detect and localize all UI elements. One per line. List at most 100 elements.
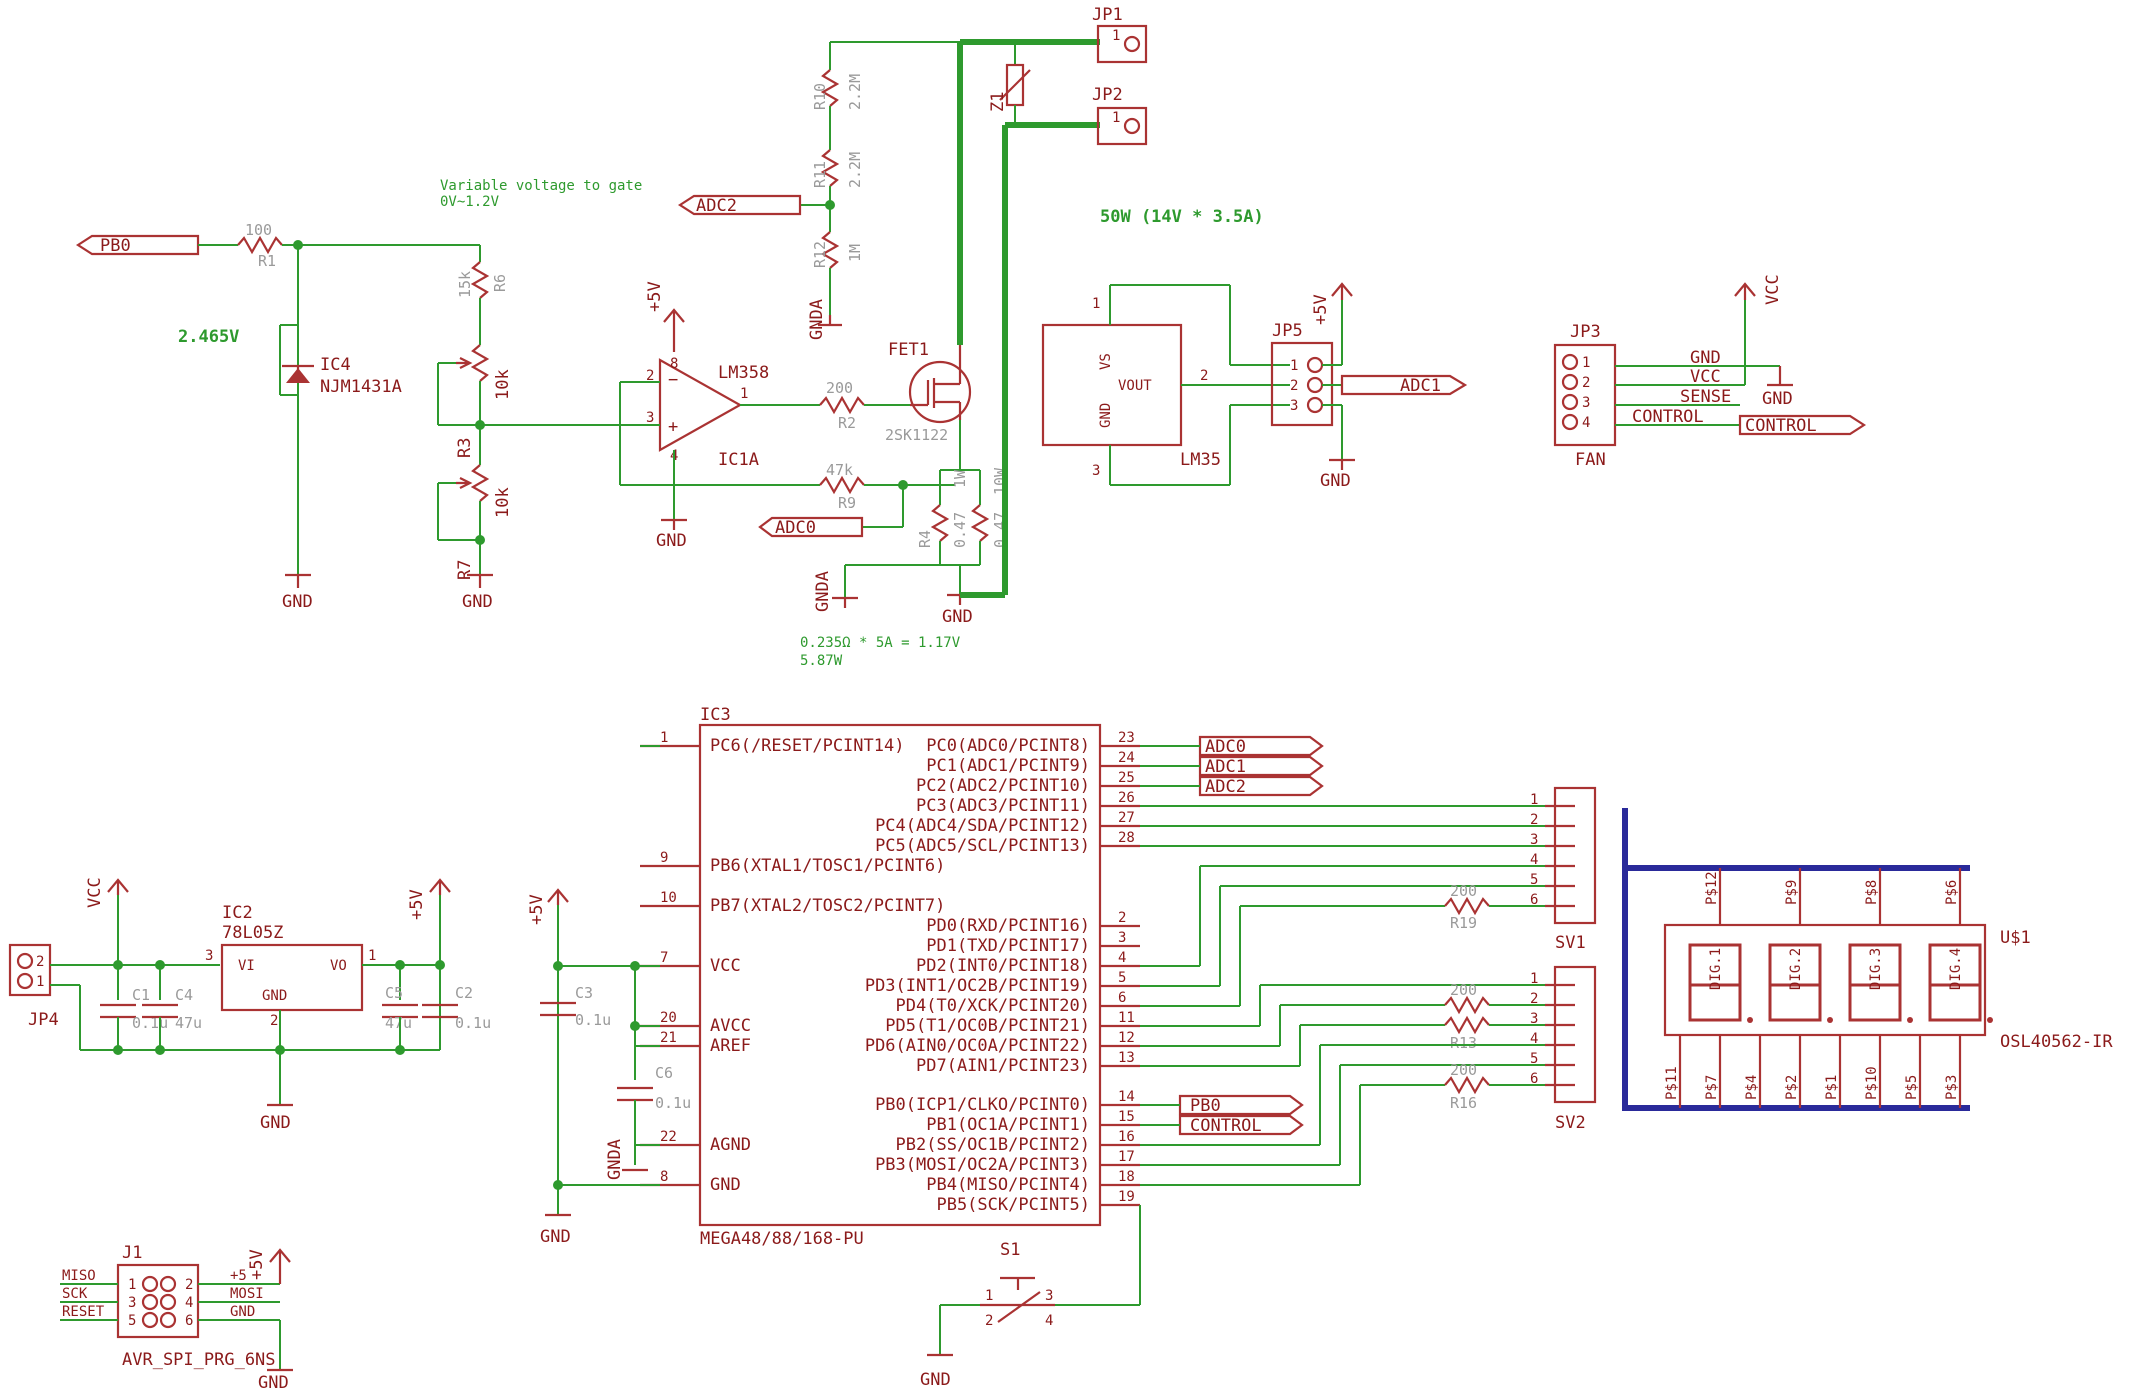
jp3-pin3: 3 (1582, 395, 1590, 411)
mcu-pin-number: 16 (1118, 1129, 1135, 1145)
digit-segments (1928, 943, 1982, 1022)
mcu-pin-number: 5 (1118, 970, 1126, 986)
lm35-vout: VOUT (1118, 378, 1152, 394)
mcu-pin-number: 4 (1118, 950, 1126, 966)
s1-pin1: 1 (985, 1288, 993, 1304)
r1-value: 100 (245, 221, 272, 239)
mcu-pin-number: 22 (660, 1129, 677, 1145)
adc1-flag-mcu (1198, 755, 1324, 777)
j1-label: J1 (122, 1243, 142, 1263)
lm35-pin1: 1 (1092, 296, 1100, 312)
mcu-pin-name: PC5(ADC5/SCL/PCINT13) (875, 836, 1090, 856)
mcu-pin-number: 26 (1118, 790, 1135, 806)
spi-header-section: J1 AVR_SPI_PRG_6NS 1 2 3 4 5 6 MISO SCK … (60, 1243, 293, 1391)
j1-part: AVR_SPI_PRG_6NS (122, 1350, 276, 1370)
adc0-flag-mcu-text: ADC0 (1205, 737, 1246, 757)
fan-gnd-net: GND (1690, 348, 1721, 368)
mcu-pin-name: PB6(XTAL1/TOSC1/PCINT6) (710, 856, 945, 876)
mcu-pin-name: PC0(ADC0/PCINT8) (926, 736, 1090, 756)
header-pin-number: 2 (1530, 812, 1538, 828)
display-pin-label: P$2 (1784, 1075, 1800, 1100)
c4-value: 47u (175, 1014, 202, 1032)
r12-value: 1M (846, 244, 864, 262)
s1-pin3: 3 (1045, 1288, 1053, 1304)
jp3-pin2: 2 (1582, 375, 1590, 391)
jp5-pin3: 3 (1290, 398, 1298, 414)
adc2-net-flag (677, 194, 802, 216)
display-pin-label: P$4 (1744, 1075, 1760, 1100)
control-flag-text: CONTROL (1745, 416, 1817, 436)
mcu-pin-name: AGND (710, 1135, 751, 1155)
control-flag-mcu-text: CONTROL (1190, 1116, 1262, 1136)
r9-label: R9 (838, 494, 856, 512)
r6-value: 15k (456, 271, 474, 298)
mcu-5v-label: +5V (527, 894, 547, 925)
ic2-vo: VO (330, 958, 347, 974)
r7-pot (470, 464, 490, 502)
gnd-label-shunt: GND (942, 607, 973, 627)
header-pin-number: 3 (1530, 832, 1538, 848)
ic2-part: 78L05Z (222, 923, 283, 943)
gnd-label-r7: GND (462, 592, 493, 612)
mcu-pin-number: 19 (1118, 1189, 1135, 1205)
j1-mosi-signal: MOSI (230, 1286, 264, 1302)
opamp-section: Variable voltage to gate 0V~1.2V − + LM3… (440, 178, 955, 551)
mcu-pin-name: VCC (710, 956, 741, 976)
r11-value: 2.2M (846, 152, 864, 188)
display-pin-label: P$3 (1944, 1075, 1960, 1100)
jp1-label: JP1 (1092, 5, 1123, 25)
mcu-pin-name: PB3(MOSI/OC2A/PCINT3) (875, 1155, 1090, 1175)
r5-resistor (970, 504, 990, 542)
j1-pin6: 6 (185, 1313, 193, 1329)
r12-label: R12 (811, 241, 829, 268)
gnd-label-jp5: GND (1320, 471, 1351, 491)
c3-capacitor (540, 1001, 576, 1017)
display-pin-label: P$6 (1944, 880, 1960, 905)
jp4-pin1: 1 (36, 974, 44, 990)
mcu-pin-name: AREF (710, 1036, 751, 1056)
mcu-pin-number: 24 (1118, 750, 1135, 766)
pin-8: 8 (670, 356, 678, 372)
r10-label: R10 (811, 83, 829, 110)
mcu-pin-number: 8 (660, 1169, 668, 1185)
display-pin-label: P$12 (1704, 871, 1720, 905)
r16-value: 200 (1450, 1061, 1477, 1079)
digit-label: DIG.1 (1708, 948, 1724, 990)
jp3-connector (1553, 343, 1617, 447)
fan-vcc-net: VCC (1690, 367, 1721, 387)
lm35-section: VS VOUT GND LM35 1 2 3 JP5 1 2 3 +5V ADC… (1041, 282, 1468, 491)
lm35-pin2: 2 (1200, 368, 1208, 384)
miso-label: MISO (62, 1268, 96, 1284)
jp5-pin1: 1 (1290, 358, 1298, 374)
r6-resistor (470, 261, 490, 299)
jp5-pin2: 2 (1290, 378, 1298, 394)
jp2-connector (1096, 106, 1148, 146)
ic2-pin1: 1 (368, 948, 376, 964)
mcu-pin-name: PD2(INT0/PCINT18) (916, 956, 1090, 976)
display-pin-label: P$7 (1704, 1075, 1720, 1100)
mcu-pin-name: GND (710, 1175, 741, 1195)
mcu-pin-name: PD0(RXD/PCINT16) (926, 916, 1090, 936)
adc1-flag-mcu-text: ADC1 (1205, 757, 1246, 777)
gnd-label-mcu: GND (540, 1227, 571, 1247)
r1-resistor (237, 235, 283, 255)
mcu-pin-number: 10 (660, 890, 677, 906)
mcu-pin-number: 14 (1118, 1089, 1135, 1105)
jp4-pin2: 2 (36, 954, 44, 970)
ic3-mcu-chip (698, 723, 1102, 1227)
ic4-part: NJM1431A (320, 377, 402, 397)
ic2-pin3: 3 (205, 948, 213, 964)
lm35-pin3: 3 (1092, 463, 1100, 479)
s1-switch (980, 1276, 1055, 1323)
r6-label: R6 (491, 274, 509, 292)
ps-5v-label: +5V (407, 889, 427, 920)
lm35-label: LM35 (1180, 450, 1221, 470)
fan-connector-section: JP3 FAN 1 2 3 4 GND VCC VCC SENSE CONTRO… (1553, 274, 1867, 470)
shunt-note-line2: 5.87W (800, 653, 843, 669)
c1-capacitor (100, 1003, 136, 1019)
mcu-pin-name: PB4(MISO/PCINT4) (926, 1175, 1090, 1195)
ic2-label: IC2 (222, 903, 253, 923)
r7-value: 10k (493, 487, 513, 518)
power-supply-section: 2 1 JP4 VCC C1 0.1u C4 47u 78L05Z IC2 VI… (8, 877, 491, 1133)
r19-value: 200 (1450, 882, 1477, 900)
